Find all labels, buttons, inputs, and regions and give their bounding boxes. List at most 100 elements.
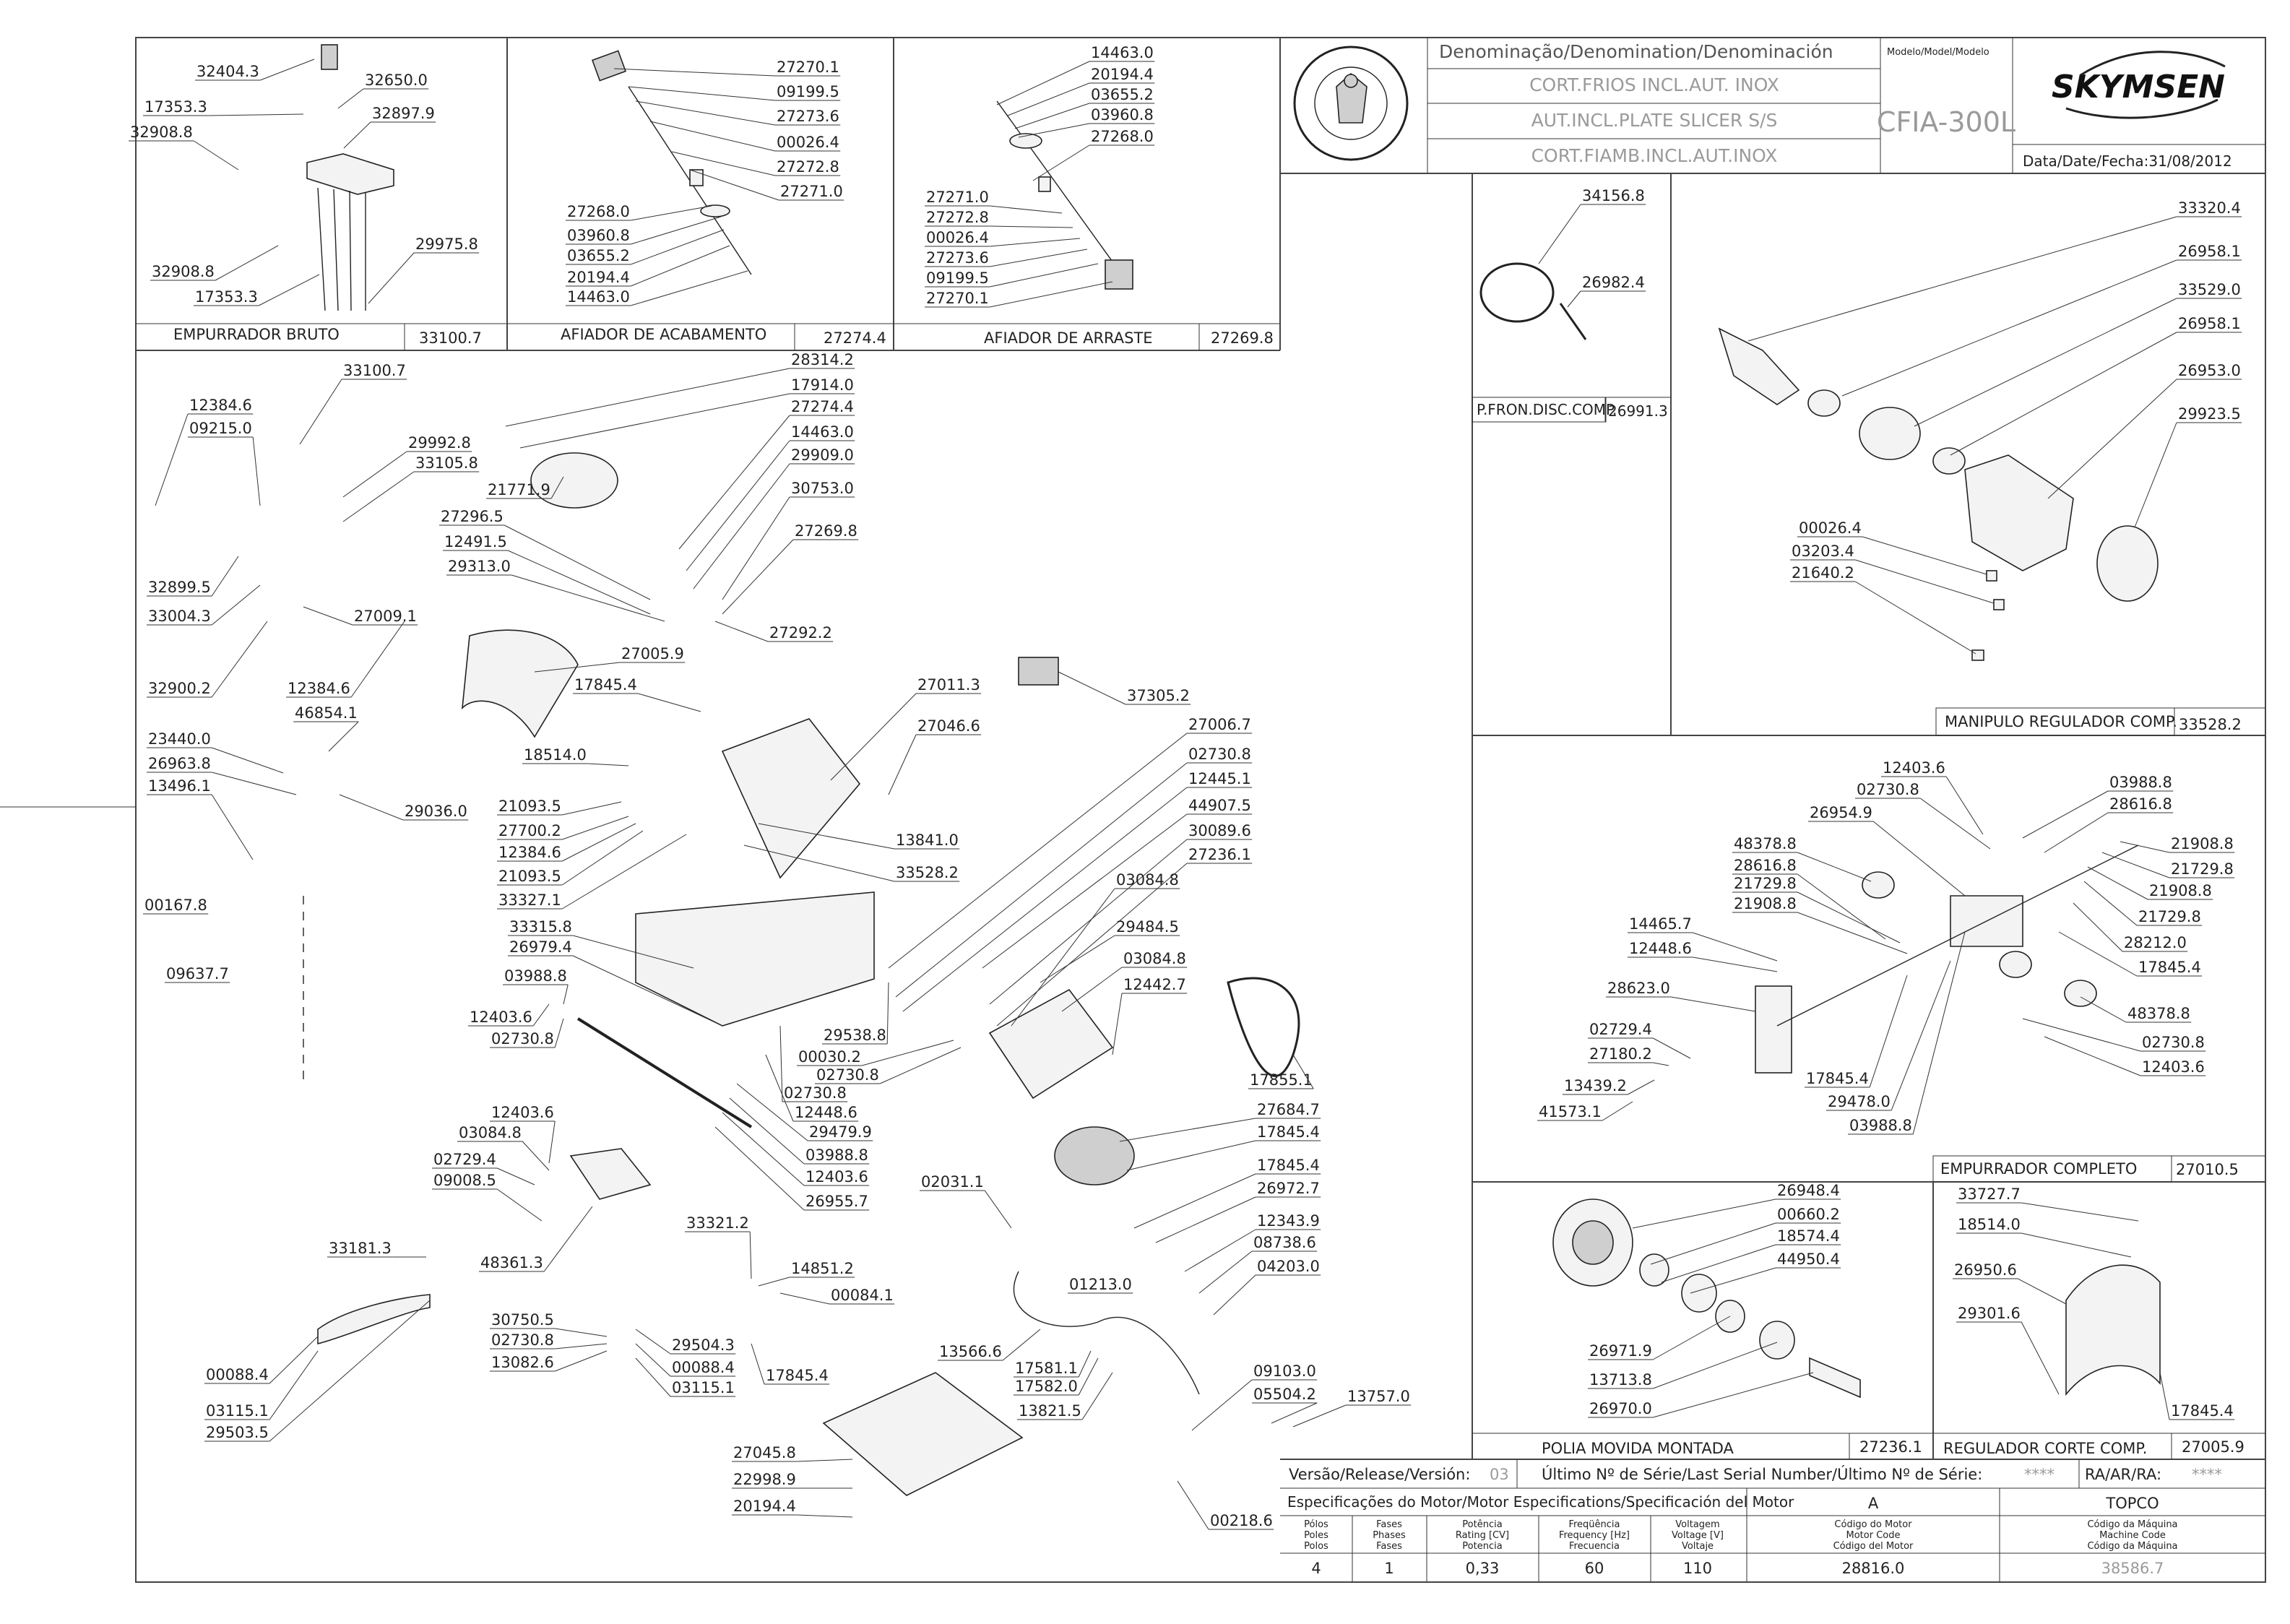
leader-line [1011,888,1115,1027]
drag-sharpener-parts [996,100,1133,290]
assy-empurrador-completo-code: 27010.5 [2176,1161,2239,1178]
part-label: 28616.8 [2109,795,2172,813]
leader-line [299,379,342,445]
col-volt-2: Voltage [V] [1672,1530,1724,1541]
model-label: Modelo/Model/Modelo [1887,47,1989,58]
leader-line [631,245,730,287]
part-label: 03988.8 [504,967,567,985]
leader-line [990,238,1081,247]
leader-line [211,621,268,698]
leader-line [1133,1173,1256,1229]
leader-line [507,550,651,615]
col-poles-3: Polos [1304,1541,1328,1552]
part-label: 33100.7 [343,362,406,379]
leader-line [496,1167,535,1185]
part-label: 28314.2 [791,351,854,368]
assy-regulador-code: 27005.9 [2182,1438,2244,1456]
part-label: 26954.9 [1810,804,1872,821]
part-label: 02730.8 [491,1030,554,1048]
leader-line [1081,1372,1113,1420]
assy-regulador-name: REGULADOR CORTE COMP. [1943,1440,2147,1457]
col-freq-3: Frecuencia [1569,1541,1620,1552]
leader-line [555,1343,608,1349]
part-label: 26950.6 [1954,1261,2017,1279]
leader-line [1602,1101,1633,1121]
part-label: 14465.7 [1629,915,1692,933]
leader-line [2044,812,2109,853]
leader-line [1292,1054,1314,1089]
leader-line [1671,996,1756,1012]
leader-line [990,281,1113,308]
part-graphics [303,44,2161,1496]
part-label: 02729.4 [1589,1021,1652,1038]
part-label: 03115.1 [672,1379,735,1396]
leader-line [2083,881,2138,926]
leader-line [888,733,1188,969]
leader-line [555,1350,608,1372]
part-label: 34156.8 [1582,187,1645,204]
part-label: 27273.6 [926,249,989,267]
assy-afiador-acabamento-code: 27274.4 [824,329,886,347]
leader-line [511,574,665,622]
leader-line [2021,1232,2132,1258]
part-label: 29975.8 [415,236,478,253]
part-label: 27272.8 [777,158,839,176]
part-label: 27046.6 [917,717,980,735]
leader-line [722,496,790,600]
part-label: 27180.2 [1589,1045,1652,1063]
leader-line [635,100,776,126]
assy-afiador-arraste-code: 27269.8 [1211,329,1274,347]
leader-line [573,935,694,969]
leader-line [563,984,569,1005]
part-label: 20194.4 [567,269,630,286]
leader-line [1652,1037,1691,1059]
part-label: 27270.1 [777,59,839,76]
leader-line [996,863,1188,1027]
leader-line [693,463,790,589]
leader-line [989,839,1188,1005]
leader-line [212,772,297,795]
part-label: 26979.4 [509,938,572,956]
leader-line [342,471,415,522]
top-plate [721,718,861,879]
part-label: 27684.7 [1257,1101,1320,1118]
col-code-3: Código del Motor [1833,1541,1914,1552]
part-label: 44907.5 [1188,797,1251,814]
warning-label [1018,657,1059,686]
leader-line [2022,1018,2141,1052]
leader-line [635,1357,671,1397]
leader-line [1018,123,1090,138]
part-label: 27268.0 [567,203,630,220]
leader-line [1652,1316,1731,1360]
leader-line [779,1025,783,1102]
leader-line [729,1097,805,1165]
leader-line [689,169,779,201]
part-label: 03084.8 [459,1124,522,1141]
leader-line [368,252,415,304]
leader-line [2017,1278,2067,1305]
leader-line [561,834,687,910]
leader-line [534,662,621,673]
part-label: 03115.1 [206,1402,269,1420]
part-label: 04203.0 [1257,1258,1320,1275]
assy-afiador-arraste-name: AFIADOR DE ARRASTE [984,329,1153,347]
part-label: 12384.6 [189,397,252,414]
part-label: 23440.0 [148,730,211,748]
part-label: 29313.0 [448,558,511,575]
leader-line [671,151,776,176]
part-label: 28616.8 [1734,857,1797,874]
leader-line [211,794,254,860]
leader-line [1061,967,1123,1012]
leader-line [505,368,790,427]
part-label: 29909.0 [791,446,854,464]
part-label: 03203.4 [1792,543,1854,560]
leader-line [765,1054,794,1122]
part-label: 27292.2 [769,624,832,642]
leader-line [1747,216,2177,342]
leader-line [779,1292,830,1305]
part-label: 02730.8 [2142,1034,2205,1051]
leader-line [215,245,279,281]
part-label: 27272.8 [926,209,989,226]
part-label: 33004.3 [148,608,211,625]
part-label: 17845.4 [1257,1123,1320,1141]
